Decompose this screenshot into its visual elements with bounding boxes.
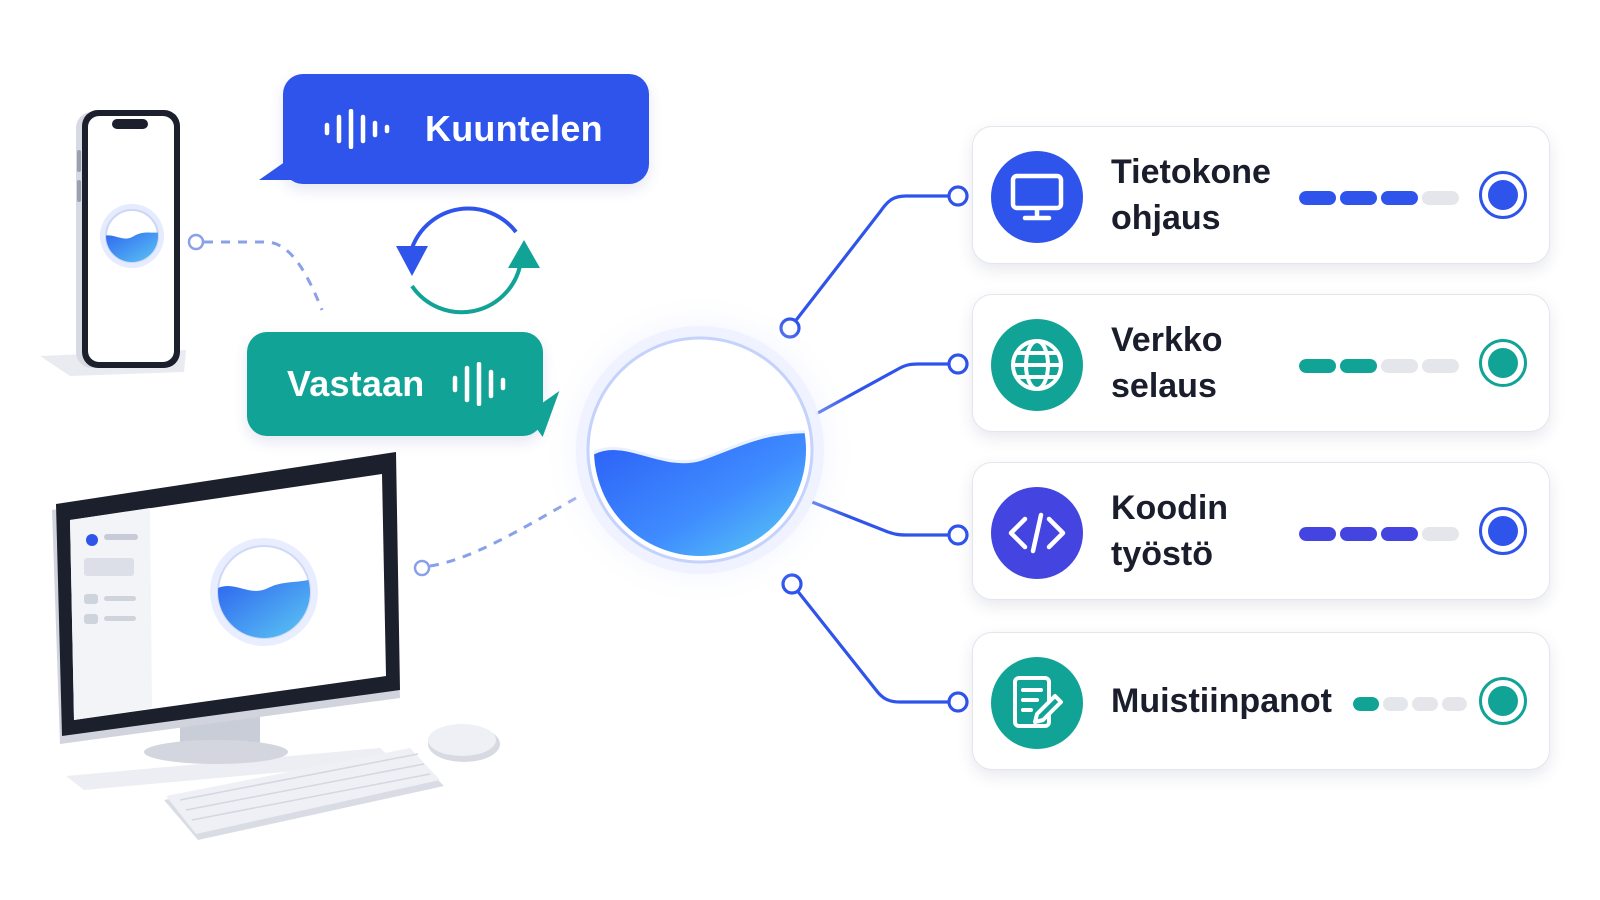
feature-label-line: työstö: [1111, 535, 1213, 573]
level-segment-filled: [1299, 527, 1336, 541]
notes-icon: [991, 657, 1083, 749]
status-toggle[interactable]: [1479, 171, 1527, 219]
sound-wave-icon: [324, 109, 390, 149]
level-bar: [1299, 359, 1459, 373]
assistant-orb: [540, 290, 860, 610]
level-segment-empty: [1422, 191, 1459, 205]
feature-card-computer-control[interactable]: Tietokone ohjaus: [972, 126, 1550, 264]
level-segment-empty: [1422, 359, 1459, 373]
listening-label: Kuuntelen: [425, 108, 603, 149]
feature-label-line: Tietokone: [1111, 153, 1271, 191]
level-segment-empty: [1412, 697, 1438, 711]
feature-label: Verkko selaus: [1111, 295, 1223, 431]
feature-label: Koodin työstö: [1111, 463, 1228, 599]
level-segment-empty: [1382, 697, 1408, 711]
level-segment-filled: [1340, 527, 1377, 541]
level-segment-empty: [1381, 359, 1418, 373]
level-segment-filled: [1353, 697, 1379, 711]
feature-label-line: Verkko: [1111, 321, 1223, 359]
level-segment-empty: [1422, 527, 1459, 541]
listening-bubble: Kuuntelen: [283, 74, 649, 184]
feature-label-line: ohjaus: [1111, 199, 1221, 237]
desktop-computer: [52, 452, 400, 790]
level-bar: [1299, 191, 1459, 205]
globe-icon: [991, 319, 1083, 411]
answering-bubble: Vastaan: [247, 332, 543, 436]
level-segment-filled: [1299, 191, 1336, 205]
level-segment-filled: [1299, 359, 1336, 373]
feature-label: Muistiinpanot: [1111, 633, 1332, 769]
level-segment-filled: [1381, 191, 1418, 205]
sync-arrows-icon: [396, 206, 540, 315]
feature-card-notes[interactable]: Muistiinpanot: [972, 632, 1550, 770]
status-toggle[interactable]: [1479, 339, 1527, 387]
answering-label: Vastaan: [287, 363, 425, 404]
level-bar: [1299, 527, 1459, 541]
phone-connector: [187, 233, 324, 311]
level-segment-empty: [1441, 697, 1467, 711]
mouse: [428, 724, 500, 762]
feature-label-line: Koodin: [1111, 489, 1229, 527]
level-segment-filled: [1381, 527, 1418, 541]
keyboard: [164, 748, 444, 840]
level-bar: [1353, 697, 1467, 711]
level-segment-filled: [1340, 191, 1377, 205]
feature-label-line: selaus: [1111, 367, 1217, 405]
monitor-icon: [991, 151, 1083, 243]
status-toggle[interactable]: [1479, 677, 1527, 725]
feature-label: Tietokone ohjaus: [1111, 127, 1271, 263]
feature-card-web-browsing[interactable]: Verkko selaus: [972, 294, 1550, 432]
code-icon: [991, 487, 1083, 579]
phone-device: [40, 110, 186, 376]
level-segment-filled: [1340, 359, 1377, 373]
sound-wave-icon: [452, 362, 505, 406]
status-toggle[interactable]: [1479, 507, 1527, 555]
feature-card-code-editing[interactable]: Koodin työstö: [972, 462, 1550, 600]
feature-label-line: Muistiinpanot: [1111, 682, 1332, 720]
